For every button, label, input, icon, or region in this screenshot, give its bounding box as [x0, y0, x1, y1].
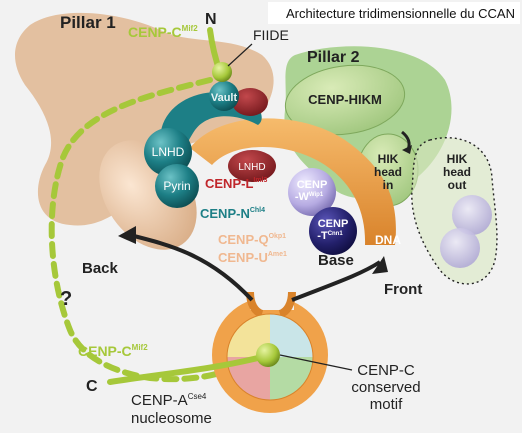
histone-quarter-green: [270, 357, 313, 400]
conserved-motif-ball: [256, 343, 280, 367]
cenp-hikm-label: CENP-HIKM: [308, 92, 382, 107]
dna-arc: [190, 118, 396, 245]
base-label: Base: [318, 252, 354, 269]
histone-quarter-yellow: [227, 314, 270, 357]
cenp-n-label: CENP-NChl4: [200, 206, 265, 221]
vault-red-shape: [232, 88, 268, 116]
nucleosome-gap: [250, 288, 294, 310]
cenp-c-top-label: CENP-CMif2: [128, 24, 198, 40]
cenp-t-label: CENP-TCnn1: [317, 218, 348, 242]
cenp-u-label: CENP-UAme1: [218, 250, 287, 265]
conserved-pointer: [279, 354, 353, 371]
histone-quarter-blue: [270, 314, 313, 357]
dna-label: DNA: [375, 233, 401, 247]
cenp-w-ball: [288, 168, 336, 216]
fiide-label: FIIDE: [253, 27, 289, 43]
title-box: [268, 2, 520, 24]
vault-ball: [209, 81, 239, 111]
pillar1-label: Pillar 1: [60, 13, 116, 32]
nucleosome-rim: [226, 313, 314, 401]
pyrin-label: Pyrin: [163, 179, 190, 193]
question-mark: ?: [60, 288, 72, 310]
pyrin-ball: [155, 164, 199, 208]
back-label: Back: [82, 260, 119, 277]
cenp-hikm-ellipse: [284, 64, 406, 136]
ghost-t-ball: [440, 228, 480, 268]
diagram-title: Architecture tridimensionnelle du CCAN: [286, 6, 515, 21]
front-arrowhead: [372, 256, 388, 274]
cenp-w-label: CENP-WWip1: [295, 179, 327, 203]
cenp-l-label: CENP-LIml3: [205, 176, 268, 191]
cenp-q-label: CENP-QOkp1: [218, 232, 286, 247]
c-terminus-label: C: [86, 378, 98, 395]
cenp-c-dashed-path: [48, 77, 238, 383]
cenp-t-ball: [309, 207, 357, 255]
lnhd-ball: [144, 128, 192, 176]
lnhd-red-shape: [228, 150, 276, 182]
vault-label: Vault: [211, 92, 238, 104]
lnhd-small-label: LNHD: [238, 162, 265, 173]
cenp-c-c-term-line: [107, 354, 265, 385]
lnhd-label: LNHD: [152, 145, 185, 159]
back-arrow: [129, 233, 254, 302]
nucleosome-loop-right: [278, 291, 296, 318]
fiide-pointer: [227, 43, 253, 67]
nucleosome-label: nucleosome: [131, 410, 212, 427]
pillar2-label: Pillar 2: [307, 49, 360, 66]
back-arrowhead: [118, 226, 136, 244]
front-arrow: [291, 260, 382, 302]
hikm-arrowhead: [402, 145, 412, 154]
front-label: Front: [384, 281, 422, 298]
cenp-a-label: CENP-ACse4: [131, 392, 207, 409]
n-terminus-label: N: [205, 11, 217, 28]
fiide-ball: [212, 62, 232, 82]
ghost-w-ball: [452, 195, 492, 235]
nucleosome-loop-left: [246, 291, 264, 318]
histone-quarter-red: [227, 357, 270, 400]
cenp-c-bottom-label: CENP-CMif2: [78, 343, 148, 359]
pillar1-shape: [14, 12, 274, 226]
